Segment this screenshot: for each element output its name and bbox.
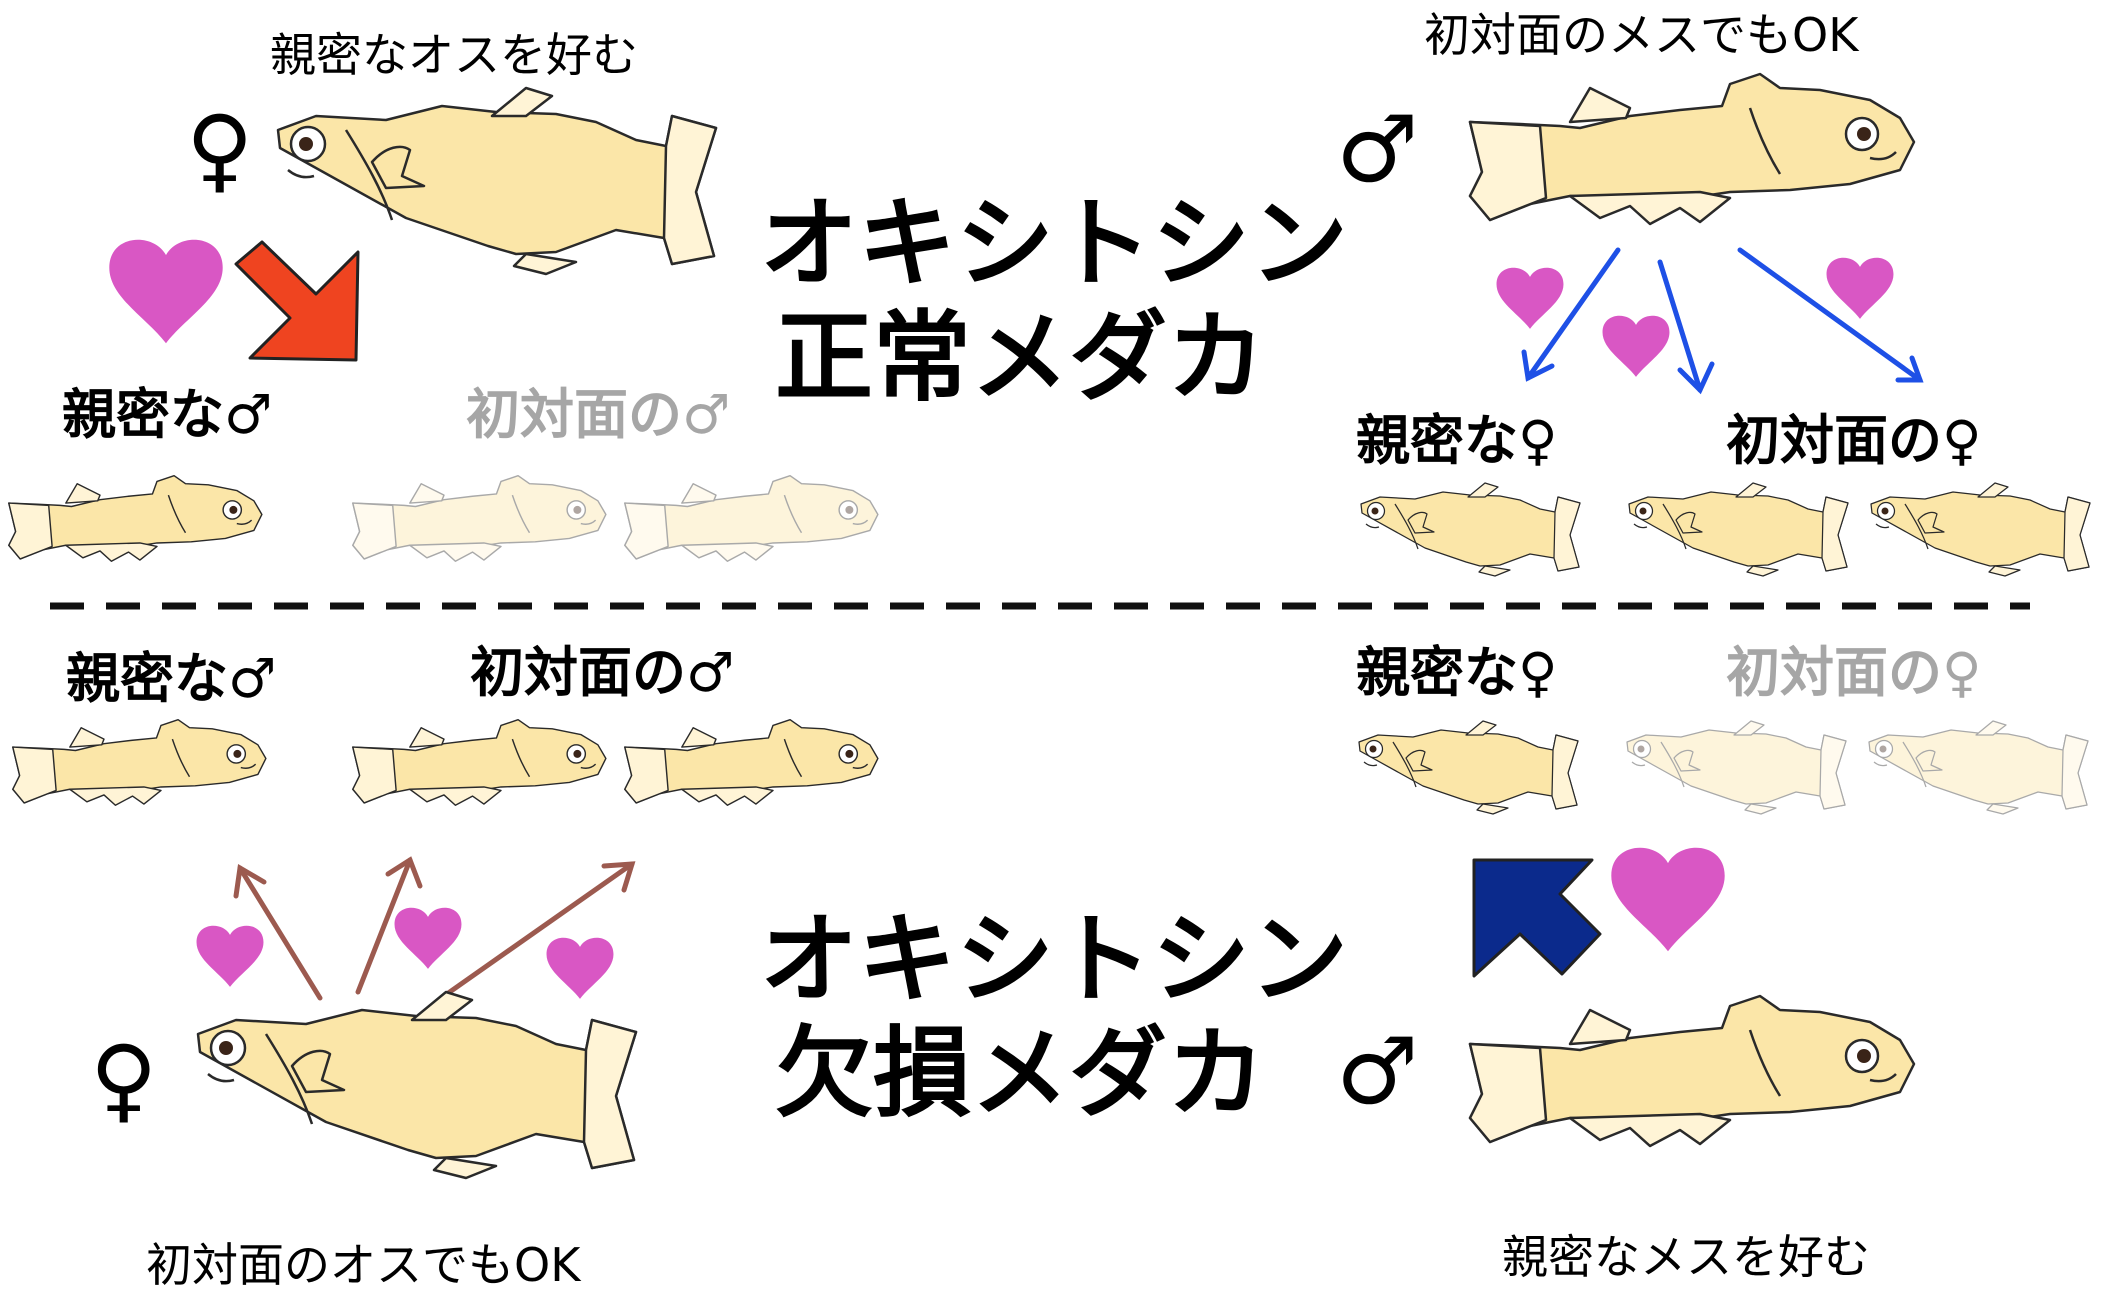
bottom-stranger-male-fish-1 <box>352 719 607 806</box>
bottom-title: オキシトシン 欠損メダカ <box>760 903 1349 1131</box>
bottom-stranger-male-label: 初対面の♂ <box>470 641 735 704</box>
bottom-title-line1: オキシトシン <box>760 903 1349 1017</box>
top-stranger-female-label: 初対面の♀ <box>1726 409 1982 472</box>
blue-arrows <box>1521 247 1924 395</box>
heart-icon <box>1611 847 1725 952</box>
top-male-caption: 初対面のメスでもOK <box>1424 8 1859 62</box>
heart-icon <box>1602 315 1670 377</box>
bottom-male-caption: 親密なメスを好む <box>1502 1230 1870 1284</box>
bottom-title-line2: 欠損メダカ <box>774 1016 1265 1131</box>
bottom-familiar-male-label: 親密な♂ <box>66 647 277 710</box>
brown-arrows <box>233 856 636 1001</box>
top-familiar-female-label: 親密な♀ <box>1356 409 1558 472</box>
bottom-stranger-male-fish-2 <box>624 719 879 806</box>
heart-icon <box>1826 257 1894 319</box>
top-stranger-female-fish-1 <box>1628 482 1849 577</box>
top-stranger-female-fish-2 <box>1870 482 2091 577</box>
bottom-stranger-female-label: 初対面の♀ <box>1726 641 1982 704</box>
bottom-female-fish <box>196 990 638 1180</box>
heart-icon <box>546 937 614 999</box>
top-stranger-male-label: 初対面の♂ <box>466 383 731 446</box>
top-stranger-male-fish-2 <box>624 475 879 562</box>
top-title-line2: 正常メダカ <box>774 300 1265 415</box>
top-female-caption: 親密なオスを好む <box>270 28 638 82</box>
heart-icon <box>394 907 462 969</box>
top-familiar-male-fish <box>8 475 263 562</box>
red-arrow-icon <box>234 240 360 362</box>
top-title-line1: オキシトシン <box>760 187 1349 301</box>
bottom-female-caption: 初対面のオスでもOK <box>146 1238 581 1292</box>
bottom-stranger-female-fish-2 <box>1868 720 2089 815</box>
bottom-male-symbol: ♂ <box>1336 1018 1419 1125</box>
heart-icon <box>109 239 223 344</box>
bottom-familiar-female-label: 親密な♀ <box>1356 641 1558 704</box>
navy-arrow-icon <box>1472 858 1602 978</box>
top-male-symbol: ♂ <box>1336 96 1419 203</box>
top-female-fish <box>276 86 718 276</box>
bottom-familiar-male-fish <box>12 719 267 806</box>
top-familiar-male-label: 親密な♂ <box>62 383 273 446</box>
bottom-familiar-female-fish <box>1358 720 1579 815</box>
top-familiar-female-fish <box>1360 482 1581 577</box>
bottom-female-symbol: ♀ <box>90 1026 158 1133</box>
bottom-stranger-female-fish-1 <box>1626 720 1847 815</box>
top-title: オキシトシン 正常メダカ <box>760 187 1349 415</box>
top-stranger-male-fish-1 <box>352 475 607 562</box>
heart-icon <box>196 925 264 987</box>
heart-icon <box>1496 267 1564 329</box>
bottom-male-fish <box>1468 994 1916 1148</box>
top-female-symbol: ♀ <box>186 96 254 203</box>
top-male-fish <box>1468 72 1916 226</box>
